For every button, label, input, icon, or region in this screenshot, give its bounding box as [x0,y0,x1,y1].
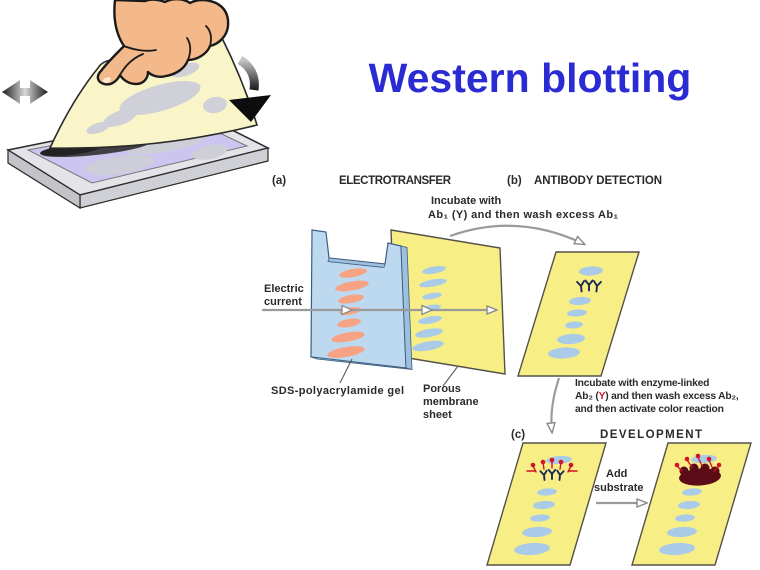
add-substrate-label-line1: Add [606,468,627,480]
thumbnail-highlight [103,77,111,83]
lifted-membrane-sheet [48,31,259,149]
incubate-ab2-note-line2: Ab₂ (Y) and then wash excess Ab₂, [575,391,739,402]
peel-direction-arrow-icon [2,80,48,104]
incubate-ab1-note-line1: Incubate with [431,195,502,207]
panel-c-heading: DEVELOPMENT [600,429,702,441]
electric-current-label-line1: Electric [264,283,304,295]
blot-c-right-bands [659,454,717,556]
sheet-protein-smears [86,62,227,135]
press-down-arrow-icon [229,56,271,122]
panel-b-antibody-detection [449,224,640,432]
incubate-ab2-note-line3: and then activate color reaction [575,404,724,415]
peel-illustration [2,0,271,210]
membrane-label-line3: sheet [423,409,452,421]
panel-a-label: (a) [272,175,286,187]
membrane-label-line1: Porous [423,383,461,395]
membrane-label-line2: membrane [423,396,479,408]
incubate-ab1-note-line2: Ab₁ (Y) and then wash excess Ab₁ [428,209,618,221]
panel-b-label: (b) [507,175,522,187]
electric-current-arrow-icon [262,304,496,316]
incubate-ab2-note-line1: Incubate with enzyme-linked [575,378,709,389]
enzyme-linked-antibody-complex [526,457,578,481]
electric-current-label-line2: current [264,296,302,308]
figure-labels: (a) ELECTROTRANSFER (b) ANTIBODY DETECTI… [264,175,739,494]
primary-antibodies [576,279,602,293]
blot-b-bands [548,266,603,359]
panel-c-label: (c) [511,429,525,441]
panel-a-heading: ELECTROTRANSFER [339,175,452,187]
panel-a-electrotransfer [262,229,506,387]
gel-label: SDS-polyacrylamide gel [271,385,404,397]
membrane-label-pointer [442,365,459,387]
color-reaction-product [674,453,722,486]
transfer-arrow-b-to-c-icon [551,377,561,432]
panel-c-development [486,442,752,566]
hand [96,0,230,86]
blot-c-left-bands [514,455,572,556]
panel-b-heading: ANTIBODY DETECTION [534,175,662,187]
gel-label-pointer [339,358,353,384]
transfer-arrow-a-to-b-icon [449,224,584,244]
slide-title: Western blotting [368,55,692,101]
add-substrate-label-line2: substrate [594,482,644,494]
